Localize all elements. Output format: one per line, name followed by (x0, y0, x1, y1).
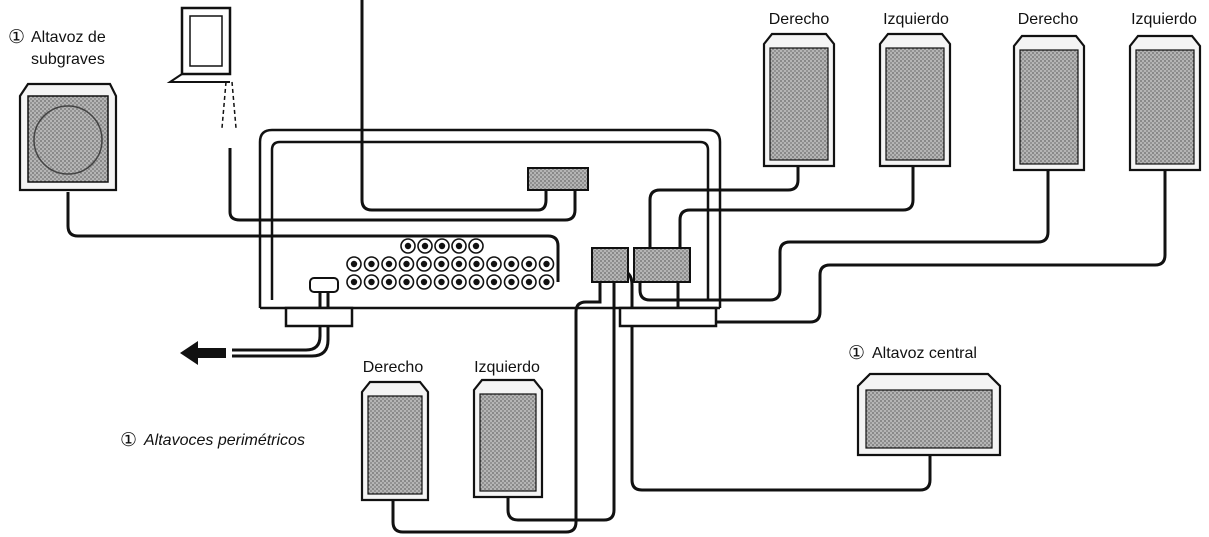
antenna-terminal (527, 167, 589, 191)
speaker-terminal-center-surround (591, 247, 629, 283)
rca-jack-center (368, 278, 375, 286)
front-b-right-wire (638, 170, 1050, 302)
fm-antenna-wire (360, 0, 548, 212)
front-a-left-wire (678, 166, 915, 250)
subwoofer-speaker (18, 82, 118, 192)
rca-jack-center (385, 278, 393, 286)
rca-jack-center (403, 260, 410, 268)
center-number-marker: ① (848, 342, 865, 364)
speakers (18, 32, 1202, 502)
rca-jack-center (455, 278, 463, 286)
rca-jack-center (473, 260, 480, 268)
receiver-foot-left (284, 306, 354, 328)
rca-jack-center (525, 278, 533, 286)
surround-title: Altavoces perimétricos (143, 432, 305, 449)
front-b-left-speaker (1128, 34, 1202, 172)
rca-jack-center (368, 260, 375, 268)
subwoofer-wire (66, 192, 560, 282)
front-b-right-label: Derecho (1018, 11, 1079, 28)
surround-number-marker: ① (120, 429, 137, 451)
front-b-left-label: Izquierdo (1131, 11, 1197, 28)
surround-right-wire (391, 282, 602, 534)
front-a-left-speaker (878, 32, 952, 168)
speaker-wires (66, 0, 1167, 534)
power-cord (232, 290, 322, 352)
subwoofer-number-marker: ① (8, 26, 25, 48)
rca-jack-center (350, 278, 358, 286)
power-cord-arrow-icon (180, 341, 226, 365)
subwoofer-label-line1: Altavoz de (31, 29, 106, 46)
front-a-left-label: Izquierdo (883, 11, 949, 28)
front-a-right-label: Derecho (769, 11, 830, 28)
receiver-foot-right (618, 306, 718, 328)
surround-left-label: Izquierdo (474, 359, 540, 376)
rca-jack-center (508, 278, 515, 286)
rca-jack-center (404, 242, 412, 250)
rca-jack-center (438, 260, 445, 268)
rca-jack-center (490, 278, 498, 286)
surround-right-speaker (360, 380, 430, 502)
am-antenna-wire (228, 148, 577, 222)
rca-jack-center (420, 278, 428, 286)
subwoofer-label-line2: subgraves (31, 51, 105, 68)
rca-jack-center (543, 278, 550, 286)
rca-jack-center (421, 242, 429, 250)
receiver-rear-panel (258, 128, 722, 328)
rca-jack-center (508, 260, 515, 268)
surround-right-label: Derecho (363, 359, 424, 376)
surround-left-wire (506, 282, 616, 522)
loop-antenna-icon (166, 6, 237, 129)
rca-jack-center (490, 260, 498, 268)
labels: ① Altavoz de subgraves Derecho Izquierdo… (8, 11, 1197, 451)
power-cord-socket (309, 277, 339, 293)
front-a-right-speaker (762, 32, 836, 168)
rca-jacks (346, 238, 555, 290)
rca-jack-center (525, 260, 533, 268)
rca-jack-center (438, 278, 445, 286)
front-a-right-wire (648, 166, 800, 250)
surround-left-speaker (472, 378, 544, 499)
rca-jack-center (403, 278, 410, 286)
center-speaker (856, 372, 1002, 457)
rca-jack-center (438, 242, 446, 250)
rca-jack-center (472, 242, 480, 250)
speaker-terminal-front (633, 247, 691, 283)
center-title: Altavoz central (872, 345, 977, 362)
rca-jack-center (455, 260, 463, 268)
front-b-right-speaker (1012, 34, 1086, 172)
rca-jack-center (420, 260, 428, 268)
rca-jack-center (385, 260, 393, 268)
rca-jack-center (473, 278, 480, 286)
rca-jack-center (350, 260, 358, 268)
rca-jack-center (543, 260, 550, 268)
rca-jack-center (455, 242, 463, 250)
